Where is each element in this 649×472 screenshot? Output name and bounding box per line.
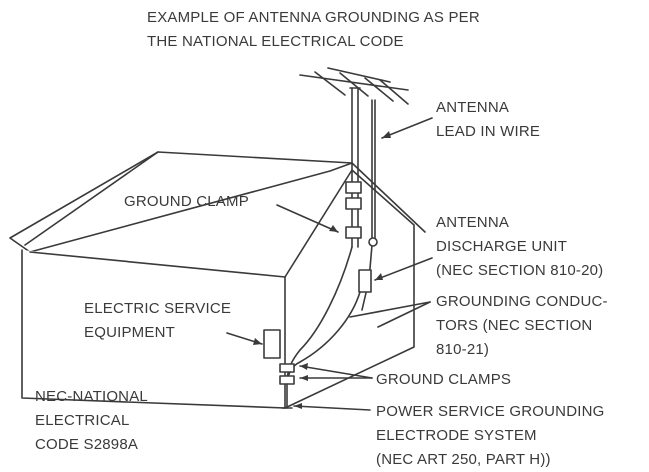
antenna-discharge-unit-label: ANTENNA DISCHARGE UNIT (NEC SECTION 810-… [436,211,603,283]
label-line: DISCHARGE UNIT [436,238,568,255]
label-line: ELECTRIC SERVICE [84,300,232,317]
ground-clamps-label: GROUND CLAMPS [376,368,511,392]
label-line: TORS (NEC SECTION [436,317,593,334]
label-line: POWER SERVICE GROUNDING [376,403,605,420]
electric-service-box [263,329,281,359]
label-line: 810-21) [436,341,490,358]
house-roof [9,151,426,253]
title-line-1: EXAMPLE OF ANTENNA GROUNDING AS PER [147,9,480,26]
ground-clamp-label: GROUND CLAMP [124,190,249,214]
nec-national-electrical-code-label: NEC-NATIONAL ELECTRICAL CODE S2898A [35,385,148,457]
label-line: CODE S2898A [35,436,139,453]
label-line: ELECTRICAL [35,412,130,429]
label-line: (NEC ART 250, PART H)) [376,451,551,468]
house-walls [21,169,415,409]
label-line: ANTENNA [436,99,510,116]
label-line: ANTENNA [436,214,510,231]
label-line: GROUND CLAMP [124,193,249,210]
title-line-2: THE NATIONAL ELECTRICAL CODE [147,33,404,50]
lower-ground-clamps [279,363,295,409]
electric-service-equipment-label: ELECTRIC SERVICE EQUIPMENT [84,297,231,345]
label-line: GROUND CLAMPS [376,371,512,388]
antenna-mast [299,67,409,248]
label-line: GROUNDING CONDUC- [436,293,608,310]
antenna-lead-in-wire-label: ANTENNA LEAD IN WIRE [436,96,540,144]
label-line: EQUIPMENT [84,324,175,341]
diagram-title: EXAMPLE OF ANTENNA GROUNDING AS PER THE … [147,6,480,54]
power-service-grounding-label: POWER SERVICE GROUNDING ELECTRODE SYSTEM… [376,400,605,472]
mast-ground-clamps [345,181,362,239]
label-line: ELECTRODE SYSTEM [376,427,537,444]
label-line: LEAD IN WIRE [436,123,541,140]
lead-in-wire [361,99,376,311]
label-line: NEC-NATIONAL [35,388,148,405]
grounding-conductors-wires [286,246,361,383]
label-line: (NEC SECTION 810-20) [436,262,604,279]
grounding-conductors-label: GROUNDING CONDUC- TORS (NEC SECTION 810-… [436,290,608,362]
antenna-discharge-unit [358,237,378,293]
